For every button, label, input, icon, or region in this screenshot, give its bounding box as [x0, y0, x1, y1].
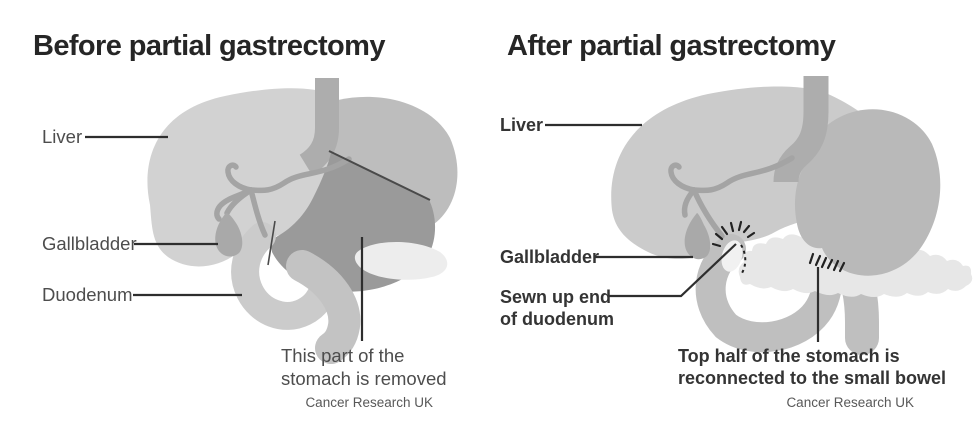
- reconnect-caption: Top half of the stomach is reconnected t…: [678, 345, 946, 389]
- sewn-caption: Sewn up end of duodenum: [500, 286, 614, 330]
- stump-stitches: [711, 220, 756, 248]
- reconnect-caption-line1: Top half of the stomach is: [678, 346, 900, 366]
- gallbladder-shape-after: [684, 213, 711, 260]
- esophagus-shape-after: [773, 76, 829, 183]
- after-pointer-lines: [545, 123, 820, 342]
- esophagus-shape-before: [299, 78, 339, 176]
- bile-ducts-after: [668, 155, 795, 239]
- liver-label-after: Liver: [500, 115, 544, 135]
- duodenal-stump-shape: [721, 240, 743, 272]
- stomach-cut-line: [328, 150, 431, 201]
- after-title: After partial gastrectomy: [507, 30, 836, 62]
- stump-dashed-outline: [740, 244, 747, 274]
- gallbladder-shape-before: [215, 213, 243, 257]
- sewn-end-pointer: [609, 243, 737, 298]
- stomach-remnant-shape: [794, 109, 941, 276]
- duodenum-shape: [231, 222, 338, 330]
- reconnect-caption-line2: reconnected to the small bowel: [678, 368, 947, 388]
- before-panel-art: [85, 78, 458, 364]
- credit-before: Cancer Research UK: [305, 395, 433, 410]
- anastomosis-stitches: [808, 252, 846, 273]
- after-panel-art: [545, 76, 973, 355]
- gallbladder-label-after: Gallbladder: [500, 247, 600, 267]
- jejunum-shape-before: [286, 250, 361, 364]
- before-pointer-lines: [85, 135, 364, 341]
- before-title: Before partial gastrectomy: [33, 30, 385, 62]
- removed-caption: This part of the stomach is removed: [281, 344, 447, 390]
- credit-after: Cancer Research UK: [786, 395, 914, 410]
- sewn-caption-line2: of duodenum: [500, 309, 614, 329]
- pancreas-shape-before: [354, 241, 448, 280]
- bile-ducts-before: [214, 156, 352, 238]
- pylorus-cut-line: [267, 220, 276, 266]
- removed-caption-line1: This part of the: [281, 345, 405, 366]
- sewn-caption-line1: Sewn up end: [500, 287, 612, 307]
- removed-caption-line2: stomach is removed: [281, 368, 447, 389]
- bowel-loop-shape: [695, 234, 844, 353]
- duodenum-label: Duodenum: [42, 284, 133, 305]
- gallbladder-label-before: Gallbladder: [42, 233, 137, 254]
- liver-label-before: Liver: [42, 126, 83, 147]
